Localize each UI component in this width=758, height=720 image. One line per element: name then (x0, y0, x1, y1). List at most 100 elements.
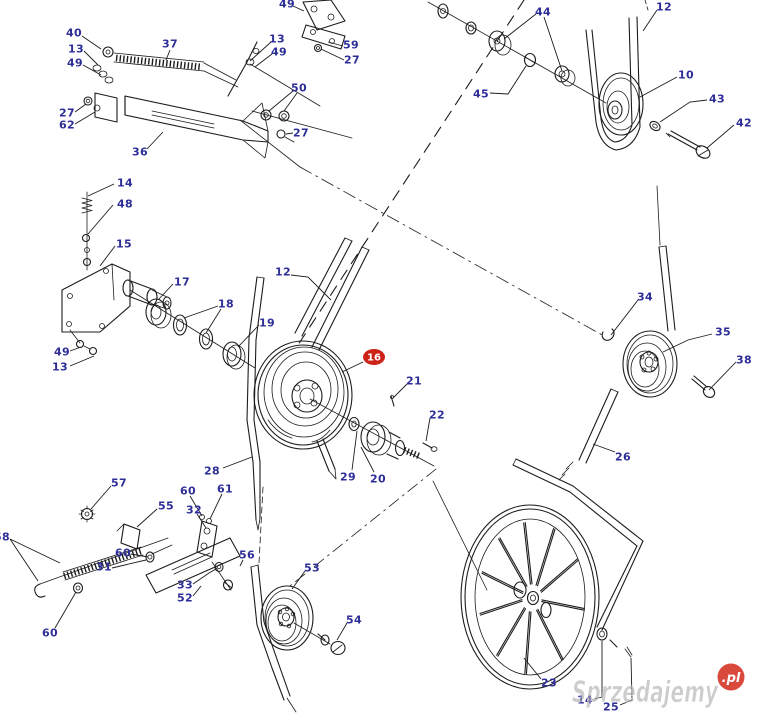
highlight-badge-label: 16 (367, 353, 381, 364)
part-label-20: 20 (370, 473, 386, 486)
wheel-spoke (540, 558, 578, 592)
spacer-17 (145, 298, 167, 326)
leader-line (9, 538, 39, 582)
wheel-spoke (541, 599, 586, 610)
leader-line (69, 346, 82, 352)
wheel-spoke (541, 600, 585, 611)
leader-line (503, 13, 537, 40)
leader-line (639, 76, 678, 98)
part-label-18: 18 (218, 298, 234, 311)
wheel-spoke (540, 559, 579, 593)
part-label-45: 45 (473, 88, 489, 101)
part-label-17: 17 (174, 276, 190, 289)
washer-29 (348, 416, 360, 432)
pin-21 (390, 395, 395, 407)
leader-line (205, 308, 222, 334)
leader-line (425, 417, 431, 442)
part-label-29: 29 (340, 471, 356, 484)
part-label-40: 40 (66, 27, 82, 40)
leader-line (706, 124, 735, 149)
part-label-49d: 49 (54, 346, 70, 359)
leader-line (619, 657, 633, 706)
part-label-26: 26 (615, 451, 631, 464)
clip-34 (601, 328, 615, 341)
tension-rod-assembly (34, 505, 241, 598)
leader-line (659, 99, 708, 123)
part-label-49a: 49 (67, 57, 83, 70)
bar-52 (145, 537, 241, 594)
bolt-head-38 (702, 386, 716, 398)
belt-12-strands (294, 237, 370, 480)
bolt-25 (609, 639, 618, 648)
part-label-25: 25 (603, 701, 619, 714)
leader-line (81, 35, 102, 50)
leader-line (69, 355, 95, 367)
wheel-spokes (479, 522, 586, 675)
part-label-35: 35 (715, 326, 731, 339)
threaded-rod-37 (115, 54, 203, 71)
part-label-14a: 14 (117, 177, 133, 190)
part-label-50: 50 (291, 82, 307, 95)
part-label-48: 48 (117, 198, 133, 211)
part-label-13c: 13 (52, 361, 68, 374)
part-label-60c: 60 (42, 627, 58, 640)
part-label-10: 10 (678, 69, 694, 82)
watermark-suffix: .pl (722, 671, 741, 686)
leader-line (82, 64, 102, 76)
part-label-21: 21 (406, 375, 422, 388)
part-label-19: 19 (259, 317, 275, 330)
leader-line (111, 559, 147, 569)
part-label-34: 34 (637, 291, 653, 304)
leader-line (54, 591, 77, 629)
leader-line (9, 538, 61, 564)
leader-line (360, 446, 375, 473)
washer-33 (214, 561, 224, 573)
part-label-27a: 27 (59, 107, 75, 120)
wheel-spoke (481, 572, 524, 594)
leader-line (708, 361, 737, 391)
part-label-15: 15 (116, 238, 132, 251)
leader-line (196, 513, 207, 529)
watermark-badge (717, 663, 745, 691)
part-label-42: 42 (736, 117, 752, 130)
part-label-49c: 49 (271, 46, 287, 59)
leader-line (192, 568, 217, 585)
leader-line (593, 641, 603, 700)
leader-line (543, 16, 563, 72)
nut-45 (523, 52, 537, 68)
hub-flange-20 (360, 421, 386, 453)
part-label-13a: 13 (68, 43, 84, 56)
part-label-33: 33 (177, 579, 193, 592)
leader-line (130, 553, 149, 558)
leader-line (327, 41, 344, 47)
wheel-spoke (536, 528, 556, 587)
leader-line (189, 495, 203, 517)
part-label-38: 38 (736, 354, 752, 367)
leader-line (292, 5, 305, 12)
wheel-spoke (524, 611, 530, 674)
leader-line (285, 132, 294, 135)
pulley-35-assembly (558, 185, 716, 481)
part-label-36: 36 (132, 146, 148, 159)
leader-line (222, 456, 253, 469)
wheel-fasteners (596, 627, 633, 658)
roller-50 (260, 109, 272, 121)
leader-line (239, 559, 244, 567)
bracket-36 (124, 95, 269, 143)
leader-line (87, 204, 114, 235)
bolt-42-assembly (649, 120, 711, 159)
highlight-badge (363, 349, 385, 365)
leader-line (87, 183, 115, 197)
part-label-43: 43 (709, 93, 725, 106)
ring-19 (222, 341, 242, 367)
cotter-pin (624, 646, 633, 658)
star-washer-57 (78, 505, 96, 523)
spring-31 (63, 547, 143, 580)
leader-line (90, 485, 112, 510)
part-label-12a: 12 (656, 1, 672, 14)
nut-33 (222, 579, 234, 591)
leader-line (283, 92, 298, 112)
part-label-23: 23 (541, 677, 557, 690)
